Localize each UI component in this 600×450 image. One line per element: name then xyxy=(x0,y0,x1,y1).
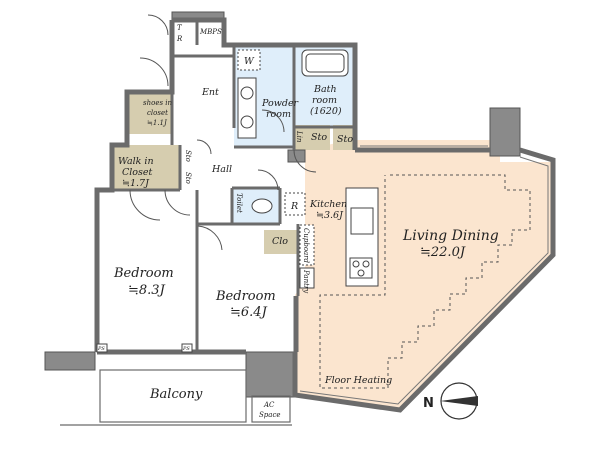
kitchen-area-label: ≒3.6J xyxy=(316,210,344,221)
burner xyxy=(357,269,365,277)
column xyxy=(44,351,96,371)
bathtub-inner xyxy=(305,53,345,73)
bedroom2-area-label: ≒6.4J xyxy=(230,305,268,320)
bath-room-size-label: (1620) xyxy=(310,106,342,117)
kitchen-label: Kitchen xyxy=(309,199,347,210)
ac-space-label: Space xyxy=(259,411,281,419)
wic-area-label: ≒1.7J xyxy=(122,178,150,189)
sto-label: Sto xyxy=(184,172,192,184)
walk-in-closet-area xyxy=(112,145,180,190)
sink xyxy=(240,115,254,129)
toilet-label: Toilet xyxy=(235,193,243,213)
pantry-label: Pantry xyxy=(302,269,310,294)
shoes-closet-label: closet xyxy=(147,109,168,117)
sto-label: Sto xyxy=(184,150,192,162)
shoes-closet-area-label: ≒1.1J xyxy=(147,119,168,127)
balcony-area xyxy=(99,369,247,423)
clo-label: Clo xyxy=(272,236,288,247)
door-swing xyxy=(129,189,161,221)
clo-closet xyxy=(264,230,298,254)
pantry-unit xyxy=(299,267,315,289)
shoes-closet-area xyxy=(127,92,172,134)
door-swing xyxy=(257,169,279,191)
shoes-closet-label: shoes in xyxy=(143,99,173,107)
compass-needle xyxy=(440,396,478,406)
fridge-space xyxy=(284,192,306,216)
cupboard-unit xyxy=(299,224,315,266)
door-swing xyxy=(196,139,212,155)
bedroom1-area-label: ≒8.3J xyxy=(128,283,166,298)
bedroom2-label: Bedroom xyxy=(215,289,276,304)
sto-label: Sto xyxy=(311,132,327,143)
bath-room-label: Bath xyxy=(313,84,337,95)
powder-room-label: room xyxy=(266,109,291,120)
north-label: N xyxy=(423,396,434,411)
balcony-label: Balcony xyxy=(149,387,203,402)
sto-closet-b xyxy=(333,125,355,150)
sink xyxy=(240,86,254,100)
column xyxy=(489,107,521,157)
powder-room-label: Powder xyxy=(261,98,300,109)
door-swing xyxy=(293,149,317,173)
door-swing xyxy=(164,189,191,216)
floor-heating-label: Floor Heating xyxy=(324,375,392,386)
burner xyxy=(352,260,360,268)
ac-space xyxy=(251,395,291,423)
wic-label: Walk in xyxy=(118,156,154,167)
ps-label: PS xyxy=(97,346,105,352)
sto-closet-a xyxy=(306,125,330,150)
kitchen-sink xyxy=(350,207,374,235)
wic-label: Closet xyxy=(122,167,153,178)
wall-outer xyxy=(292,147,556,413)
wall-outer xyxy=(172,17,358,150)
door-swing xyxy=(139,57,169,87)
washer-label: W xyxy=(244,56,255,67)
door-swing xyxy=(147,14,169,36)
living-dining-area xyxy=(295,140,553,410)
window-line xyxy=(299,156,549,405)
fridge-label: R xyxy=(290,201,298,212)
ac-space-label: AC xyxy=(263,401,275,409)
compass xyxy=(440,382,478,420)
sto-label: Sto xyxy=(337,134,353,145)
lin-closet xyxy=(293,125,306,150)
hall-label: Hall xyxy=(211,164,232,175)
ent-label: Ent xyxy=(201,87,219,98)
door-swing xyxy=(261,109,285,133)
washer xyxy=(237,49,261,71)
column xyxy=(245,351,297,398)
living-dining-area-label: ≒22.0J xyxy=(420,245,466,260)
door-swing xyxy=(197,225,223,251)
cupboard-label: Cupboard xyxy=(302,228,310,264)
column xyxy=(287,149,306,163)
t-label: T xyxy=(177,24,183,32)
bath-room-label: room xyxy=(312,95,337,106)
lin-label: Lin xyxy=(295,130,303,143)
toilet-bowl xyxy=(251,198,273,214)
r-small-label: R xyxy=(176,35,183,43)
burner xyxy=(362,260,370,268)
ps-box xyxy=(96,343,108,353)
bedroom1-label: Bedroom xyxy=(113,266,174,281)
mbps-label: MBPS xyxy=(199,28,222,36)
living-dining-label: Living Dining xyxy=(402,228,499,244)
floor-heating-boundary xyxy=(319,174,531,389)
ps-box xyxy=(181,343,193,353)
ps-label: PS xyxy=(182,346,190,352)
